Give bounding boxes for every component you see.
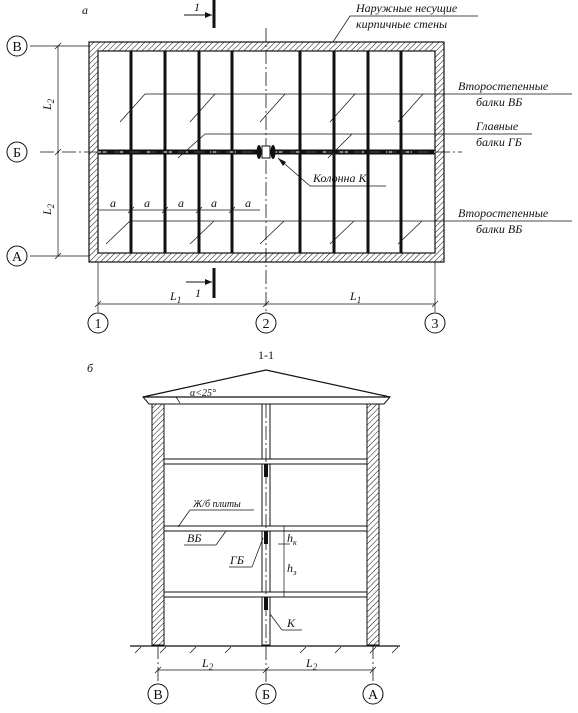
axis-row-a: А	[12, 250, 23, 265]
secondary-top-label-line2: балки ВБ	[476, 95, 522, 109]
section-mark-top: 1	[184, 0, 216, 28]
column-callout: Колонна К	[277, 157, 386, 187]
roof: α<25°	[141, 369, 392, 405]
vb-label: ВБ	[187, 531, 201, 545]
walls-label-line2: кирпичные стены	[356, 17, 447, 31]
beam-spacing: a a a a a	[98, 196, 260, 214]
gb-label: ГБ	[229, 553, 244, 567]
dim-l1-right: L1	[349, 289, 361, 305]
dim-l2-upper: L2	[40, 98, 56, 111]
column-axis-markers: 1 2 3	[87, 312, 446, 334]
main-beams-label-line1: Главные	[475, 119, 519, 133]
walls-callout: Наружные несущие кирпичные стены	[332, 1, 478, 43]
secondary-top-label-line1: Второстепенные	[458, 79, 549, 93]
walls-label-line1: Наружные несущие	[355, 1, 458, 15]
column-k-callout: К	[269, 613, 302, 631]
spacing-a-4: a	[211, 196, 217, 210]
section-dim-l2-left: L2	[201, 656, 214, 672]
left-dimensions: L2 L2	[30, 42, 89, 260]
section-axis-b: Б	[262, 688, 270, 703]
section-axes: L2 L2 В Б А	[147, 404, 384, 705]
row-axis-markers: В Б А	[6, 35, 28, 267]
spacing-a-3: a	[178, 196, 184, 210]
secondary-bottom-label-line1: Второстепенные	[458, 206, 549, 220]
section-mark-top-label: 1	[194, 0, 200, 14]
spacing-a-5: a	[245, 196, 251, 210]
height-dimensions: hк hэ	[278, 525, 297, 598]
section-title: 1-1	[258, 348, 274, 362]
plan-letter: а	[82, 3, 88, 17]
secondary-beams-top-callout: Второстепенные балки ВБ	[119, 79, 572, 123]
secondary-bottom-label-line2: балки ВБ	[476, 222, 522, 236]
gb-callout: ГБ	[229, 537, 264, 568]
main-beams-callout: Главные балки ГБ	[177, 119, 532, 159]
section-column-label: К	[286, 616, 296, 630]
dim-l1-left: L1	[169, 289, 181, 305]
secondary-beams-bottom-callout: Второстепенные балки ВБ	[105, 206, 572, 245]
plan-view: а	[6, 0, 572, 334]
axis-col-2: 2	[263, 317, 270, 332]
bottom-dimensions: L1 L1	[94, 289, 439, 308]
roof-angle-label: α<25°	[190, 388, 216, 399]
dim-l2-lower: L2	[40, 203, 56, 216]
section-view: б 1-1 α<25°	[87, 348, 400, 705]
section-axis-v: В	[153, 688, 162, 703]
section-mark-bottom-label: 1	[195, 286, 201, 300]
axis-row-b: Б	[13, 146, 21, 161]
axis-row-v: В	[12, 40, 21, 55]
ground-line	[130, 645, 400, 654]
spacing-a-2: a	[144, 196, 150, 210]
slabs-label: Ж/б плиты	[192, 499, 241, 510]
floor-slabs	[163, 458, 368, 598]
hk-label: hк	[287, 531, 297, 547]
section-walls	[151, 403, 380, 646]
he-label: hэ	[287, 561, 297, 577]
column-label: Колонна К	[312, 171, 367, 185]
spacing-a-1: a	[110, 196, 116, 210]
axis-col-3: 3	[432, 317, 439, 332]
main-beams-label-line2: балки ГБ	[476, 135, 522, 149]
axis-col-1: 1	[95, 317, 102, 332]
section-letter: б	[87, 361, 94, 375]
vb-callout: ВБ	[184, 530, 227, 546]
section-mark-bottom: 1	[186, 268, 216, 300]
column-k	[256, 145, 276, 159]
section-dim-l2-right: L2	[305, 656, 318, 672]
section-axis-a: А	[368, 688, 379, 703]
slabs-callout: Ж/б плиты	[177, 499, 254, 528]
